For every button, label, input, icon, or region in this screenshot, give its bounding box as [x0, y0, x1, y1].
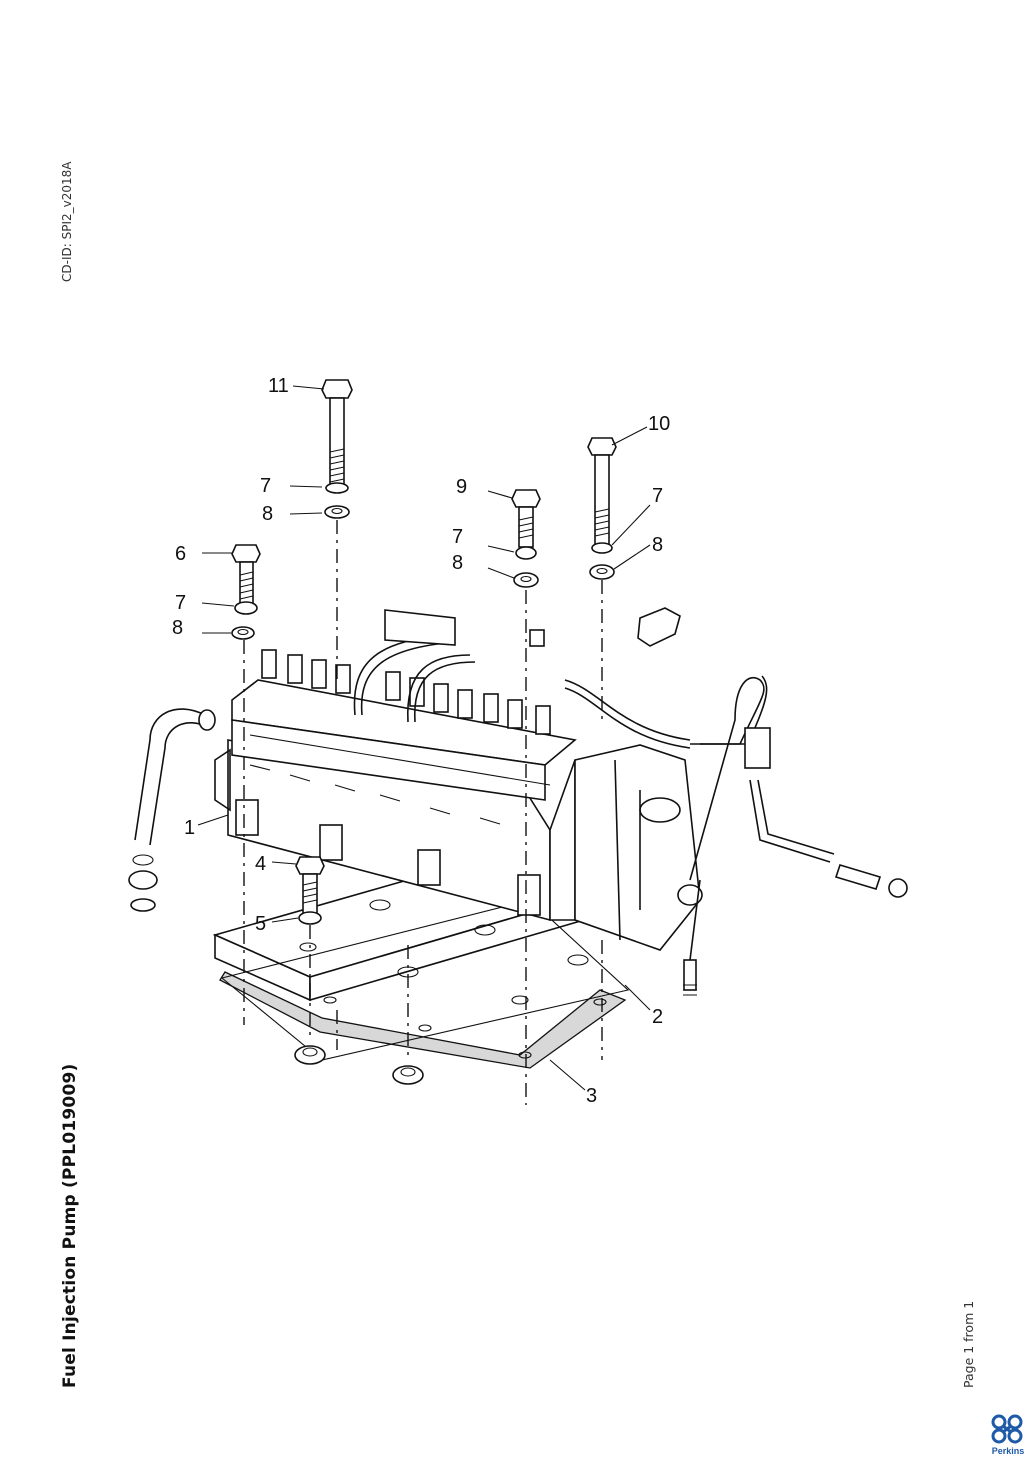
inlet-hose — [128, 708, 231, 912]
callout-4: 4 — [255, 853, 266, 875]
callout-7: 7 — [175, 592, 186, 614]
callout-2: 2 — [652, 1006, 663, 1028]
assembly-axes — [243, 520, 603, 1105]
callout-8: 8 — [652, 534, 663, 556]
callout-3: 3 — [586, 1085, 597, 1107]
callout-8: 8 — [452, 552, 463, 574]
lower-washers — [294, 1045, 424, 1085]
callout-7: 7 — [652, 485, 663, 507]
callout-7: 7 — [452, 526, 463, 548]
bolt-6 — [231, 544, 261, 640]
bolt-4 — [295, 856, 325, 925]
callout-9: 9 — [456, 476, 467, 498]
callout-7: 7 — [260, 475, 271, 497]
callout-11: 11 — [268, 375, 289, 397]
bolt-9 — [511, 489, 541, 588]
callout-8: 8 — [172, 617, 183, 639]
brand-name: Perkins — [992, 1446, 1025, 1456]
callout-6: 6 — [175, 543, 186, 565]
callout-labels: 11 7 8 6 7 8 9 7 8 10 7 8 1 4 5 2 3 — [172, 375, 670, 1107]
leader-lines — [197, 385, 651, 1091]
callout-5: 5 — [255, 913, 266, 935]
pump-body — [227, 609, 577, 922]
bolt-11 — [321, 379, 353, 519]
callout-10: 10 — [648, 413, 670, 435]
callout-1: 1 — [184, 817, 195, 839]
perkins-logo: Perkins — [991, 1414, 1025, 1456]
gasket — [219, 899, 630, 1069]
bolt-10 — [587, 437, 617, 580]
delivery-valves — [261, 649, 551, 735]
governor-housing — [574, 744, 703, 951]
callout-8: 8 — [262, 503, 273, 525]
fuel-return-pipe — [529, 607, 908, 996]
